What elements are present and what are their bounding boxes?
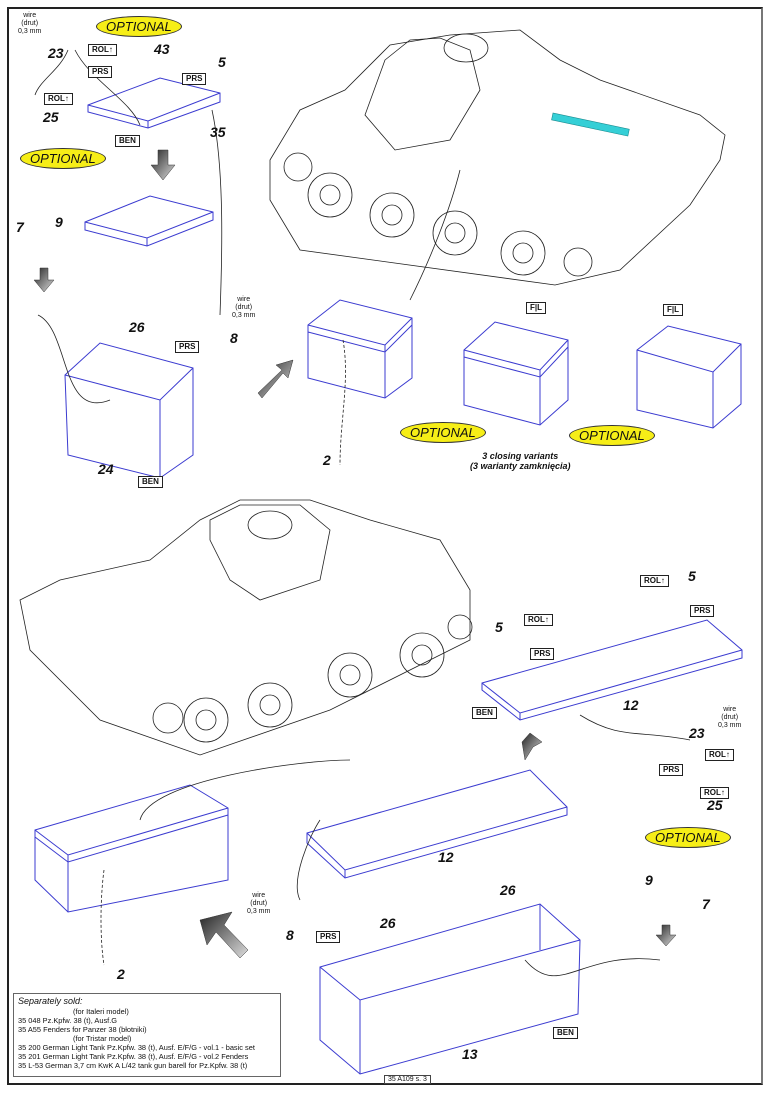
part-number: 9 (55, 214, 63, 230)
separately-sold-heading: Separately sold: (18, 996, 83, 1006)
list-item: 35 048 Pz.Kpfw. 38 (t), Ausf.G (18, 1016, 118, 1025)
part-number: 35 (210, 124, 226, 140)
lid-12-center (306, 769, 568, 879)
optional-badge: OPTIONAL (400, 422, 486, 443)
part-number: 26 (129, 319, 145, 335)
part-number: 5 (688, 568, 696, 584)
part-number: 9 (645, 872, 653, 888)
part-number: 25 (43, 109, 59, 125)
box-variant-3 (636, 325, 742, 429)
wire-note: wire(drut)0,3 mm (18, 12, 42, 36)
optional-badge: OPTIONAL (645, 827, 731, 848)
part-number: 23 (48, 45, 64, 61)
list-item: (for Tristar model) (73, 1034, 132, 1044)
arrow-down-3 (655, 924, 677, 947)
instruction-sheet (7, 7, 763, 1085)
part-number: 12 (438, 849, 454, 865)
gun-barrel-highlight (551, 112, 630, 137)
optional-badge: OPTIONAL (20, 148, 106, 169)
box-variant-1 (307, 299, 413, 399)
part-number: 26 (500, 882, 516, 898)
tag-rol: ROL↑ (524, 614, 553, 626)
box-13 (319, 903, 581, 1075)
lid-middle (84, 195, 214, 247)
list-item: 35 200 German Light Tank Pz.Kpfw. 38 (t)… (18, 1043, 255, 1053)
tag-rol: ROL↑ (700, 787, 729, 799)
tag-prs: PRS (88, 66, 113, 78)
tag-ben: BEN (553, 1027, 578, 1039)
arrow-diag-up-right (257, 359, 294, 399)
optional-badge: OPTIONAL (569, 425, 655, 446)
lid-35 (87, 77, 221, 129)
arrow-down-1 (150, 149, 176, 181)
separately-sold-box: Separately sold: (for Italeri model) 35 … (13, 993, 281, 1077)
part-number: 7 (16, 219, 24, 235)
optional-badge: OPTIONAL (96, 16, 182, 37)
part-number: 43 (154, 41, 170, 57)
tag-rol: ROL↑ (640, 575, 669, 587)
tag-fl: F|L (663, 304, 684, 316)
list-item: (for Italeri model) (73, 1006, 129, 1016)
part-number: 13 (462, 1046, 478, 1062)
tag-fl: F|L (526, 302, 547, 314)
wire-note: wire(drut)0,3 mm (247, 892, 271, 916)
list-item: 35 201 German Light Tank Pz.Kpfw. 38 (t)… (18, 1052, 249, 1062)
tank-bottom (19, 499, 473, 756)
tag-prs: PRS (175, 341, 200, 353)
part-number: 24 (98, 461, 114, 477)
part-number: 2 (323, 452, 331, 468)
box-24 (64, 342, 194, 479)
box-variant-2 (463, 321, 569, 426)
wire-note: wire(drut)0,3 mm (718, 706, 742, 730)
tank-top (269, 29, 726, 286)
tag-prs: PRS (659, 764, 684, 776)
part-number: 8 (230, 330, 238, 346)
tag-ben: BEN (115, 135, 140, 147)
list-item: 35 L-53 German 3,7 cm KwK A L/42 tank gu… (18, 1061, 248, 1071)
part-number: 5 (495, 619, 503, 635)
wire-note: wire(drut)0,3 mm (232, 296, 256, 320)
part-number: 25 (707, 797, 723, 813)
part-number: 5 (218, 54, 226, 70)
tag-prs: PRS (182, 73, 207, 85)
part-number: 23 (689, 725, 705, 741)
arrow-diag-down-left (521, 732, 543, 761)
arrow-diag-up-left (199, 911, 249, 959)
part-number: 2 (117, 966, 125, 982)
part-number: 8 (286, 927, 294, 943)
tag-ben: BEN (138, 476, 163, 488)
tag-rol: ROL↑ (44, 93, 73, 105)
arrow-down-2 (33, 267, 55, 293)
part-number: 26 (380, 915, 396, 931)
tag-prs: PRS (316, 931, 341, 943)
lid-12-right (481, 619, 743, 721)
page-code: 35 A109 s. 3 (384, 1075, 431, 1084)
list-item: 35 A55 Fenders for Panzer 38 (błotniki) (18, 1025, 147, 1035)
part-number: 7 (702, 896, 710, 912)
tag-prs: PRS (690, 605, 715, 617)
closing-variants-caption: 3 closing variants (3 warianty zamknięci… (470, 451, 571, 472)
tag-ben: BEN (472, 707, 497, 719)
part-number: 12 (623, 697, 639, 713)
tag-prs: PRS (530, 648, 555, 660)
tag-rol: ROL↑ (705, 749, 734, 761)
tag-rol: ROL↑ (88, 44, 117, 56)
long-box-left (34, 784, 229, 913)
